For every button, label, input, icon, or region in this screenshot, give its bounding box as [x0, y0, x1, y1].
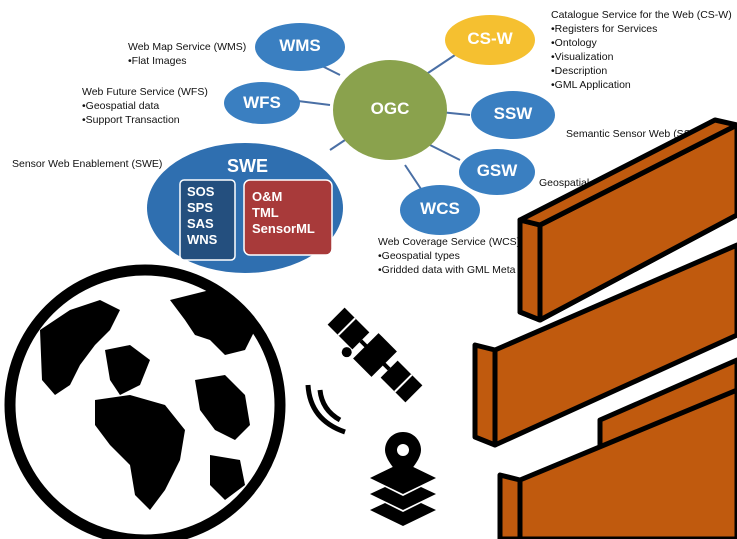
wcs-bullet: •Geospatial types [378, 250, 460, 262]
map-layers-pin-icon [370, 432, 436, 526]
wfs-bubble [224, 82, 300, 124]
swe-left-item: SOS [187, 184, 215, 199]
wfs-description: Web Future Service (WFS) •Geospatial dat… [82, 85, 208, 127]
ogc-label: OGC [370, 99, 410, 118]
wcs-bullet: •Gridded data with GML Meta [378, 264, 516, 276]
csw-bullet: •Description [551, 65, 608, 77]
ssw-title: Semantic Sensor Web (SSW) [566, 128, 705, 140]
csw-bullet: •Registers for Services [551, 23, 658, 35]
wms-bullet: •Flat Images [128, 55, 187, 67]
wfs-bullet: •Geospatial data [82, 100, 160, 112]
csw-title: Catalogue Service for the Web (CS-W) [551, 9, 732, 21]
csw-bullet: •Visualization [551, 51, 614, 63]
swe-title: Sensor Web Enablement (SWE) [12, 158, 163, 170]
swe-right-box [243, 179, 333, 256]
wcs-title: Web Coverage Service (WCS) [378, 236, 521, 248]
connector-swe [329, 139, 346, 151]
swe-left-item: SPS [187, 200, 214, 215]
swe-left-item: WNS [187, 232, 218, 247]
wms-bubble [255, 23, 345, 71]
signal-waves-icon [305, 384, 346, 435]
wms-abbr: WMS [279, 36, 321, 55]
swe-right-list: O&M TML SensorML [252, 189, 315, 237]
csw-bullet: •GML Application [551, 79, 631, 91]
csw-abbr: CS-W [467, 29, 513, 48]
swe-right-item: TML [252, 205, 279, 220]
csw-description: Catalogue Service for the Web (CS-W) •Re… [551, 8, 732, 92]
wcs-description: Web Coverage Service (WCS) •Geospatial t… [378, 235, 520, 277]
satellite-icon [327, 307, 423, 403]
connector-gsw [429, 144, 461, 161]
wcs-abbr: WCS [420, 199, 460, 218]
wms-title: Web Map Service (WMS) [128, 41, 247, 53]
swe-abbr: SWE [226, 156, 268, 176]
connector-csw [424, 54, 456, 76]
gsw-abbr: GSW [476, 161, 518, 180]
ssw-abbr: SSW [493, 104, 533, 123]
swe-left-box [179, 179, 236, 261]
wms-description: Web Map Service (WMS) •Flat Images [128, 40, 246, 68]
swe-left-list: SOS SPS SAS WNS [187, 184, 217, 248]
swe-right-item: SensorML [252, 221, 315, 236]
globe-icon [4, 264, 286, 539]
gsw-bubble [459, 149, 535, 195]
gsw-title: Geospatial Semantic [539, 177, 636, 189]
wcs-bubble [400, 185, 480, 235]
ogc-circle [333, 60, 447, 160]
swe-left-item: SAS [187, 216, 214, 231]
swe-right-item: O&M [252, 189, 283, 204]
wfs-bullet: •Support Transaction [82, 114, 180, 126]
wfs-title: Web Future Service (WFS) [82, 86, 208, 98]
csw-bubble [445, 15, 535, 65]
wfs-abbr: WFS [243, 93, 281, 112]
csw-bullet: •Ontology [551, 37, 597, 49]
